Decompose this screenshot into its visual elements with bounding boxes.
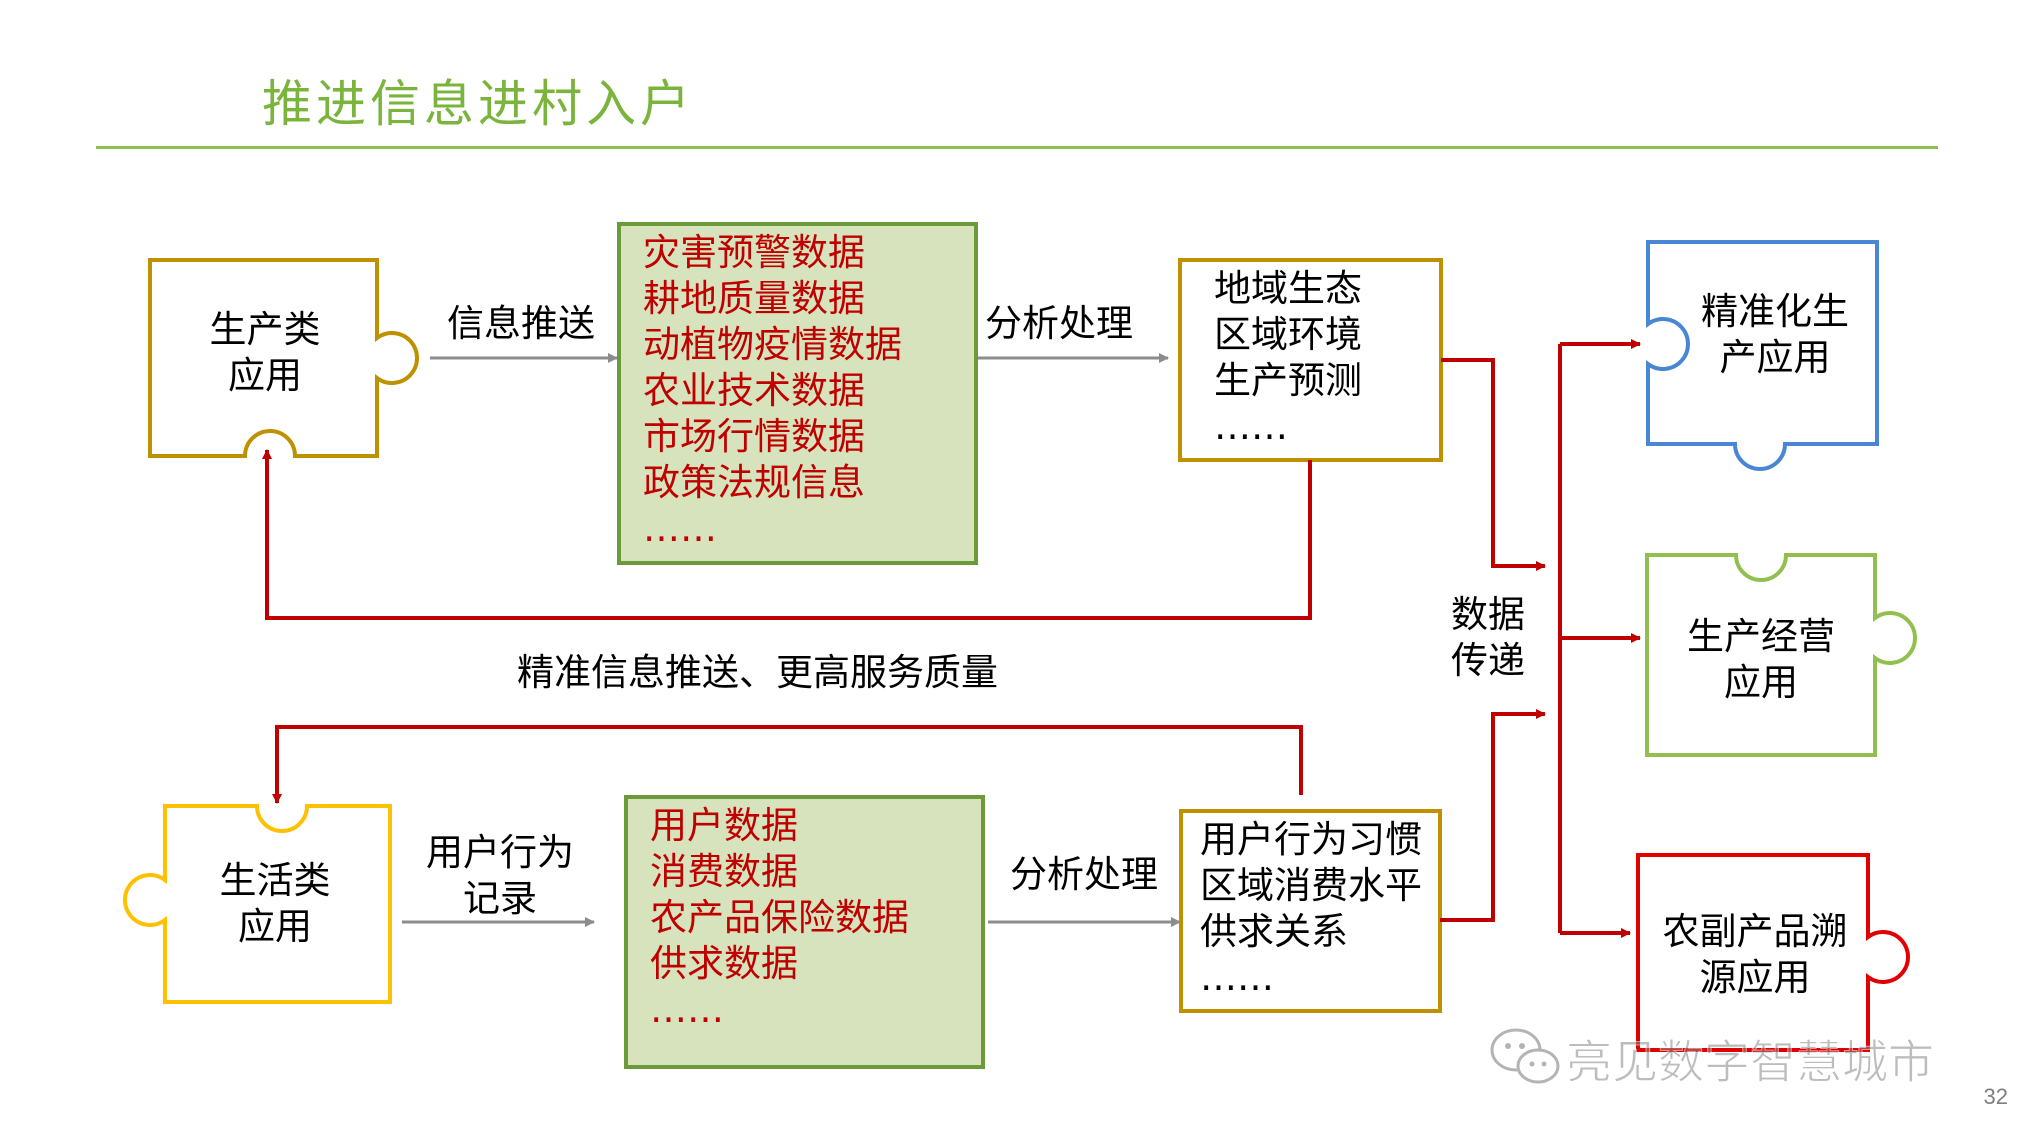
target-line: 农副产品溯 [1662, 910, 1848, 953]
target-line: 产应用 [1719, 336, 1831, 379]
life-app-piece [123, 804, 392, 1004]
push-label: 信息推送 [447, 302, 595, 345]
precision-app-label: 精准化生 产应用 [1660, 289, 1890, 381]
life-app-line: 生活类 [219, 859, 331, 902]
operation-app-piece [1645, 553, 1917, 757]
top-data-list: 灾害预警数据 耕地质量数据 动植物疫情数据 农业技术数据 市场行情数据 政策法规… [643, 230, 902, 552]
bottom-feedback-arrow [272, 725, 1303, 804]
data-item: 供求数据 [650, 942, 798, 985]
target-line: 精准化生 [1701, 290, 1849, 333]
top-feedback-arrow [262, 449, 1312, 620]
data-item: 耕地质量数据 [643, 277, 865, 320]
target-line: 生产经营 [1687, 615, 1835, 658]
top-transfer-arrow [1441, 358, 1546, 571]
page-number: 32 [1983, 1084, 2008, 1109]
result-item: …… [1214, 405, 1288, 448]
watermark: 亮见数字智慧城市 [1488, 1022, 2008, 1092]
result-item: 区域环境 [1214, 313, 1362, 356]
data-item: 农业技术数据 [643, 369, 865, 412]
data-item: 灾害预警数据 [643, 231, 865, 274]
result-item: 生产预测 [1214, 359, 1362, 402]
data-item: 用户数据 [650, 804, 798, 847]
precision-production-piece [1646, 240, 1879, 471]
life-app-line: 应用 [238, 905, 312, 948]
transfer-line: 数据 [1451, 593, 1525, 636]
data-item: 农产品保险数据 [650, 896, 909, 939]
page-title: 推进信息进村入户 [262, 75, 694, 133]
bottom-data-box [624, 795, 985, 1069]
watermark-text: 亮见数字智慧城市 [1566, 1035, 1935, 1090]
data-item: 市场行情数据 [643, 415, 865, 458]
data-item: 动植物疫情数据 [643, 323, 902, 366]
bottom-result-list: 用户行为习惯 区域消费水平 供求关系 …… [1200, 817, 1422, 1001]
target-line: 源应用 [1699, 956, 1811, 999]
production-app-line: 生产类 [209, 308, 321, 351]
operation-app-label: 生产经营 应用 [1647, 614, 1875, 706]
result-item: 供求关系 [1200, 910, 1348, 953]
top-result-list: 地域生态 区域环境 生产预测 …… [1214, 266, 1362, 450]
result-item: 区域消费水平 [1200, 864, 1422, 907]
traceability-app-piece [1636, 853, 1910, 1052]
record-line: 记录 [463, 877, 537, 920]
wechat-icon [1490, 1028, 1560, 1084]
life-app-label: 生活类 应用 [185, 858, 365, 950]
transfer-line: 传递 [1451, 639, 1525, 682]
traceability-app-label: 农副产品溯 源应用 [1640, 909, 1870, 1001]
top-data-box [617, 222, 978, 565]
bottom-result-box [1179, 809, 1442, 1013]
feedback-label: 精准信息推送、更高服务质量 [517, 651, 998, 694]
data-item: 消费数据 [650, 850, 798, 893]
production-app-line: 应用 [228, 354, 302, 397]
record-line: 用户行为 [426, 831, 574, 874]
bottom-transfer-arrow [1440, 709, 1546, 922]
production-app-piece [148, 258, 419, 458]
bottom-process-label: 分析处理 [1010, 853, 1158, 896]
data-item: …… [643, 507, 717, 550]
data-item: 政策法规信息 [643, 461, 865, 504]
title-divider [96, 146, 1938, 149]
top-process-label: 分析处理 [985, 302, 1133, 345]
record-label: 用户行为 记录 [410, 830, 590, 922]
result-item: 地域生态 [1214, 267, 1362, 310]
bottom-data-list: 用户数据 消费数据 农产品保险数据 供求数据 …… [650, 803, 909, 1033]
result-item: …… [1200, 956, 1274, 999]
data-item: …… [650, 988, 724, 1031]
production-app-label: 生产类 应用 [175, 307, 355, 399]
target-line: 应用 [1724, 661, 1798, 704]
transfer-label: 数据 传递 [1438, 592, 1538, 684]
result-item: 用户行为习惯 [1200, 818, 1422, 861]
